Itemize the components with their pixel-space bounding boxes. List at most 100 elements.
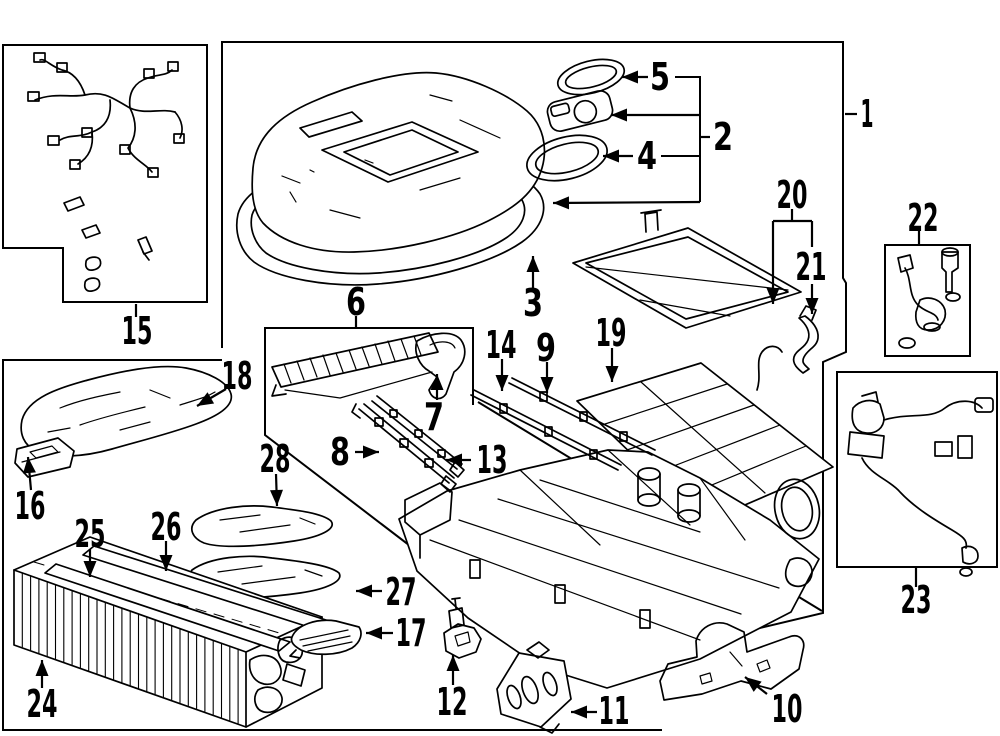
leader-18 [196, 388, 227, 407]
group-box-23 [836, 371, 998, 568]
sketch-hook-21 [792, 305, 819, 374]
callouts-layer: 1234567891011121314151617181920212223242… [15, 55, 939, 733]
callout-28[interactable]: 28 [260, 437, 291, 481]
group-box-bottom-left [2, 359, 662, 731]
sketch-battery-tray [398, 449, 820, 689]
sketch-service-cover-oval [773, 478, 821, 540]
sketch-sensor-22 [897, 247, 961, 349]
callout-27[interactable]: 27 [386, 570, 417, 614]
leader-11 [571, 705, 597, 719]
sketch-bracket-12 [443, 597, 482, 659]
callout-18[interactable]: 18 [222, 354, 253, 398]
callout-13[interactable]: 13 [477, 438, 508, 482]
arrowhead-28 [270, 489, 283, 506]
leader-4 [603, 149, 633, 163]
arrowhead-12 [446, 655, 460, 671]
arrowhead-14 [495, 375, 509, 391]
sketch-battery-stack-24 [13, 536, 327, 728]
leader-5 [622, 70, 648, 84]
arrowhead-24 [35, 660, 49, 676]
sketch-plug-gasket-4 [526, 134, 608, 182]
leader-25 [83, 549, 97, 577]
arrowhead-20 [766, 288, 780, 304]
leaders-layer [22, 70, 921, 719]
sketch-battery-cover [251, 71, 546, 253]
callout-22[interactable]: 22 [908, 196, 939, 240]
part-sketches-layer [13, 52, 994, 734]
arrowhead-7 [430, 374, 444, 390]
leader-7 [430, 374, 444, 400]
arrowhead-2-upper [611, 108, 627, 122]
callout-9[interactable]: 9 [536, 326, 556, 370]
leader-8 [355, 445, 379, 459]
arrowhead-3 [526, 256, 540, 272]
callout-25[interactable]: 25 [75, 512, 106, 556]
leader-26 [159, 541, 173, 571]
arrowhead-10 [745, 677, 762, 692]
leader-24 [35, 660, 49, 688]
arrowhead-16 [22, 457, 36, 474]
callout-23[interactable]: 23 [901, 578, 932, 622]
leader-27 [356, 584, 382, 598]
arrowhead-21 [805, 298, 819, 314]
leader-3 [526, 256, 540, 288]
leader-10 [744, 676, 768, 695]
callout-7[interactable]: 7 [424, 395, 444, 439]
arrowhead-8 [363, 445, 379, 459]
callout-15[interactable]: 15 [122, 309, 153, 353]
leader-16 [22, 456, 36, 491]
callout-16[interactable]: 16 [15, 484, 46, 528]
sketch-end-panel-7 [415, 332, 466, 400]
leader-12 [446, 655, 460, 685]
arrowhead-18 [197, 392, 215, 406]
callout-6[interactable]: 6 [346, 280, 366, 324]
arrowhead-13 [446, 453, 462, 467]
sketch-plate-17 [289, 619, 362, 659]
leader-2-lower [552, 196, 701, 210]
leader-17 [366, 626, 393, 640]
callout-5[interactable]: 5 [650, 55, 670, 99]
sketch-wiring-harness-15 [27, 52, 185, 292]
leader-28 [270, 473, 283, 507]
arrowhead-4 [603, 149, 619, 163]
callout-21[interactable]: 21 [796, 245, 827, 289]
sketch-rod-14 [470, 389, 622, 471]
arrowhead-27 [356, 584, 372, 598]
callout-12[interactable]: 12 [437, 680, 468, 724]
callout-14[interactable]: 14 [486, 323, 517, 367]
sketch-rod-9 [508, 377, 656, 456]
arrowhead-9 [540, 377, 554, 393]
callout-3[interactable]: 3 [523, 281, 543, 325]
leader-14 [495, 359, 509, 391]
group-box-22 [884, 244, 971, 357]
leader-20 [766, 221, 780, 304]
callout-19[interactable]: 19 [596, 311, 627, 355]
bracket-2 [675, 76, 701, 202]
callout-24[interactable]: 24 [27, 682, 58, 726]
leader-21 [805, 284, 819, 314]
group-box-1-main [221, 41, 847, 674]
leader-9 [540, 362, 554, 393]
group-box-15 [2, 44, 208, 303]
callout-10[interactable]: 10 [772, 687, 803, 731]
sketch-rail-13 [371, 395, 465, 478]
callout-2[interactable]: 2 [713, 115, 733, 159]
callout-26[interactable]: 26 [151, 505, 182, 549]
callout-17[interactable]: 17 [396, 611, 427, 655]
callout-1[interactable]: 1 [861, 92, 874, 136]
sketch-service-plug-2 [546, 89, 614, 133]
callout-11[interactable]: 11 [599, 689, 630, 733]
callout-20[interactable]: 20 [777, 173, 808, 217]
arrowhead-5 [622, 70, 638, 84]
arrowhead-26 [159, 555, 173, 571]
leader-19 [605, 348, 619, 382]
leader-2-upper [611, 108, 700, 122]
leader-13 [446, 453, 471, 467]
callout-8[interactable]: 8 [330, 430, 350, 474]
callout-4[interactable]: 4 [637, 134, 657, 178]
arrowhead-17 [366, 626, 382, 640]
arrowhead-25 [83, 561, 97, 577]
sketch-wiring-23 [847, 391, 994, 577]
arrowhead-2-lower [553, 196, 570, 210]
